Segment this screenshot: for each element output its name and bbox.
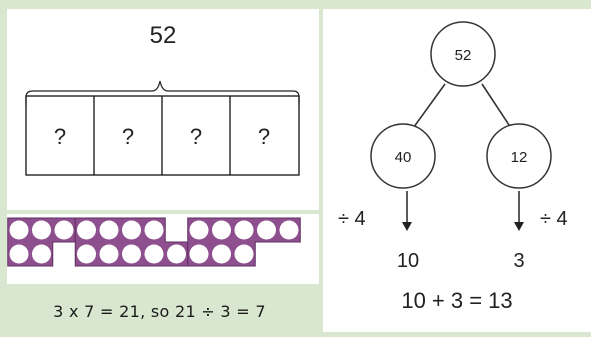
- division-equation: 3 x 7 = 21, so 21 ÷ 3 = 7: [0, 302, 319, 321]
- counter-dot: [190, 245, 209, 264]
- tens-frames: [7, 214, 319, 284]
- counter-dot: [122, 221, 141, 240]
- counter-dot: [100, 245, 119, 264]
- whole-value: 52: [455, 47, 472, 64]
- branch-line: [411, 84, 445, 131]
- counter-dot: [10, 221, 29, 240]
- counter-dot: [145, 245, 164, 264]
- left-operation: ÷ 4: [338, 208, 366, 230]
- right-result: 3: [513, 250, 524, 272]
- counter-dot: [77, 245, 96, 264]
- bar-model: 52 ? ? ? ?: [7, 9, 319, 210]
- counter-dot: [32, 245, 51, 264]
- right-part-value: 12: [511, 149, 528, 166]
- bar-total-label: 52: [150, 22, 177, 49]
- counter-dot: [167, 245, 186, 264]
- left-result: 10: [397, 250, 419, 272]
- counter-dot: [190, 221, 209, 240]
- right-operation: ÷ 4: [540, 208, 568, 230]
- final-sum: 10 + 3 = 13: [401, 288, 512, 313]
- counter-dot: [212, 245, 231, 264]
- down-arrow-icon: [402, 222, 412, 231]
- bar-part-label: ?: [190, 124, 202, 149]
- counter-dot: [55, 221, 74, 240]
- counters-panel: [7, 214, 319, 284]
- counter-dot: [235, 245, 254, 264]
- counter-dot: [77, 221, 96, 240]
- bar-part-label: ?: [54, 124, 66, 149]
- counter-dot: [32, 221, 51, 240]
- counter-dot: [212, 221, 231, 240]
- counter-dot: [100, 221, 119, 240]
- branch-line: [482, 84, 513, 131]
- counter-dot: [257, 221, 276, 240]
- down-arrow-icon: [514, 222, 524, 231]
- counter-dot: [235, 221, 254, 240]
- bar-part-label: ?: [122, 124, 134, 149]
- counter-dot: [10, 245, 29, 264]
- left-part-value: 40: [395, 149, 412, 166]
- part-whole-diagram: 52 40 12 ÷ 4 ÷ 4 10 3 10 + 3 = 13: [323, 9, 591, 332]
- bar-model-panel: 52 ? ? ? ?: [7, 9, 319, 210]
- counter-dot: [280, 221, 299, 240]
- counter-dot: [122, 245, 141, 264]
- counter-dot: [145, 221, 164, 240]
- part-whole-panel: 52 40 12 ÷ 4 ÷ 4 10 3 10 + 3 = 13: [323, 9, 591, 332]
- bar-part-label: ?: [258, 124, 270, 149]
